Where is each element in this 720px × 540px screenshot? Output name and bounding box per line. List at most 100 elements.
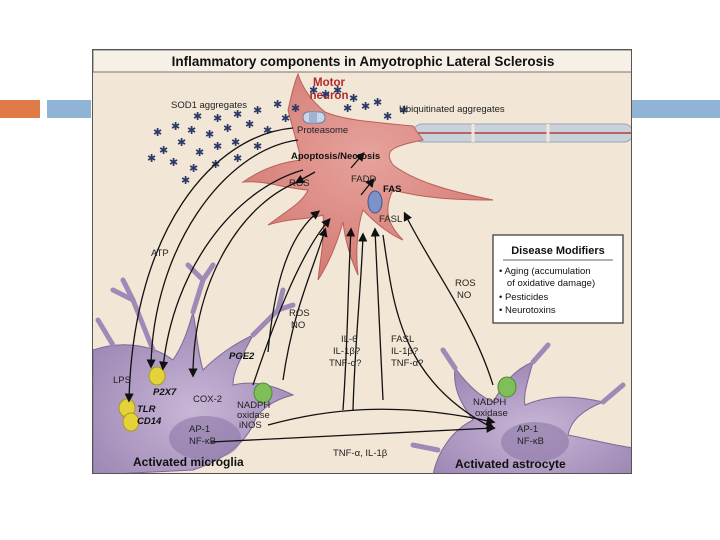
svg-text:✱: ✱ [211, 159, 220, 171]
disease-modifiers-title: Disease Modifiers [511, 245, 605, 257]
astrocyte-processes [410, 342, 626, 453]
no-microglia-label: NO [291, 320, 305, 331]
svg-text:✱: ✱ [349, 93, 358, 105]
pge2-label: PGE2 [229, 351, 255, 362]
nadph-microglia-receptor-icon [253, 382, 273, 404]
nadph-astrocyte-receptor-icon [497, 376, 517, 398]
ros-astrocyte-label: ROS [455, 278, 476, 289]
svg-text:✱: ✱ [273, 99, 282, 111]
axon [393, 123, 631, 143]
astrocyte-nucleus [501, 422, 569, 462]
proteasome-icon [302, 111, 326, 124]
svg-text:✱: ✱ [309, 85, 318, 97]
tnfa-1-label: TNF-α? [329, 358, 361, 369]
motor-neuron-label-1: Motor [313, 77, 345, 89]
nadph-microglia-label-2: oxidase [237, 410, 270, 421]
fadd-label: FADD [351, 174, 376, 185]
disease-modifier-item: of oxidative damage) [499, 278, 595, 289]
atp-label: ATP [151, 248, 169, 259]
als-figure: Inflammatory components in Amyotrophic L… [92, 49, 632, 474]
svg-text:✱: ✱ [153, 127, 162, 139]
inos-label: iNOS [239, 420, 262, 431]
svg-text:✱: ✱ [373, 97, 382, 109]
svg-text:✱: ✱ [399, 105, 408, 117]
title-bar [93, 50, 631, 73]
svg-text:✱: ✱ [213, 141, 222, 153]
svg-text:✱: ✱ [193, 111, 202, 123]
nadph-microglia-label-1: NADPH [237, 400, 270, 411]
svg-text:✱: ✱ [189, 163, 198, 175]
svg-text:✱: ✱ [361, 101, 370, 113]
svg-text:✱: ✱ [231, 137, 240, 149]
il1b-1-label: IL-1β? [333, 346, 360, 357]
svg-text:✱: ✱ [169, 157, 178, 169]
tnf-il1b-label: TNF-α, IL-1β [333, 448, 388, 459]
svg-text:✱: ✱ [181, 175, 190, 187]
svg-text:✱: ✱ [253, 105, 262, 117]
ros-microglia-label: ROS [289, 308, 310, 319]
ros-neuron-label: ROS [289, 178, 310, 189]
svg-text:✱: ✱ [233, 109, 242, 121]
diagram-canvas: Inflammatory components in Amyotrophic L… [93, 50, 631, 473]
svg-text:✱: ✱ [281, 113, 290, 125]
p2x7-receptor-icon [148, 366, 166, 386]
nadph-astrocyte-label-2: oxidase [475, 408, 508, 419]
svg-text:✱: ✱ [195, 147, 204, 159]
decor-bar-blue-right [630, 100, 720, 118]
ap1-astrocyte-label: AP-1 [517, 424, 538, 435]
activated-astrocyte-label: Activated astrocyte [455, 457, 566, 471]
svg-text:✱: ✱ [383, 111, 392, 123]
fasl-astrocyte-label: FASL [391, 334, 414, 345]
svg-text:✱: ✱ [159, 145, 168, 157]
svg-text:✱: ✱ [233, 153, 242, 165]
svg-text:✱: ✱ [223, 123, 232, 135]
activated-microglia-label: Activated microglia [133, 455, 244, 469]
astrocyte-cell [432, 361, 631, 473]
ubiquitinated-aggregates-label: Ubiquitinated aggregates [399, 104, 505, 115]
motor-neuron-label-2: neuron [310, 90, 349, 102]
nfkb-microglia-label: NF-κB [189, 436, 216, 447]
fas-receptor-icon [367, 190, 383, 214]
svg-text:✱: ✱ [333, 85, 342, 97]
signaling-arrows [124, 127, 496, 443]
svg-text:✱: ✱ [177, 137, 186, 149]
svg-text:✱: ✱ [263, 125, 272, 137]
svg-text:✱: ✱ [321, 89, 330, 101]
apoptosis-necrosis-label: Apoptosis/Necrosis [291, 151, 380, 162]
disease-modifier-item: • Neurotoxins [499, 305, 556, 316]
figure-title: Inflammatory components in Amyotrophic L… [172, 54, 555, 69]
decor-bar-orange [0, 100, 40, 118]
svg-text:✱: ✱ [291, 103, 300, 115]
decor-bar-blue-left [47, 100, 91, 118]
svg-text:✱: ✱ [147, 153, 156, 165]
microglia-nucleus [169, 416, 241, 460]
motor-neuron-body [241, 72, 494, 281]
svg-text:✱: ✱ [253, 141, 262, 153]
svg-text:✱: ✱ [187, 125, 196, 137]
cox2-label: COX-2 [193, 394, 222, 405]
nadph-astrocyte-label-1: NADPH [473, 397, 506, 408]
ap1-microglia-label: AP-1 [189, 424, 210, 435]
no-astrocyte-label: NO [457, 290, 471, 301]
fas-label: FAS [383, 184, 401, 195]
lps-label: LPS [113, 375, 131, 386]
disease-modifier-item: • Aging (accumulation [499, 266, 591, 277]
sod1-aggregates-label: SOD1 aggregates [171, 100, 247, 111]
fasl-neuron-label: FASL [379, 214, 402, 225]
disease-modifiers-box: Disease Modifiers • Aging (accumulation … [492, 234, 624, 324]
svg-text:✱: ✱ [245, 119, 254, 131]
il6-label: IL-6 [341, 334, 357, 345]
nfkb-astrocyte-label: NF-κB [517, 436, 544, 447]
cd14-label: CD14 [137, 416, 162, 427]
svg-text:✱: ✱ [205, 129, 214, 141]
p2x7-label: P2X7 [153, 387, 177, 398]
svg-text:✱: ✱ [171, 121, 180, 133]
disease-modifier-item: • Pesticides [499, 292, 549, 303]
microglia-processes [93, 262, 296, 383]
proteasome-label: Proteasome [297, 125, 348, 136]
tlr-cd14-receptor-icon [118, 398, 140, 432]
svg-text:✱: ✱ [343, 103, 352, 115]
tlr-label: TLR [137, 404, 156, 415]
svg-text:✱: ✱ [213, 113, 222, 125]
il1b-2-label: IL-1β? [391, 346, 418, 357]
